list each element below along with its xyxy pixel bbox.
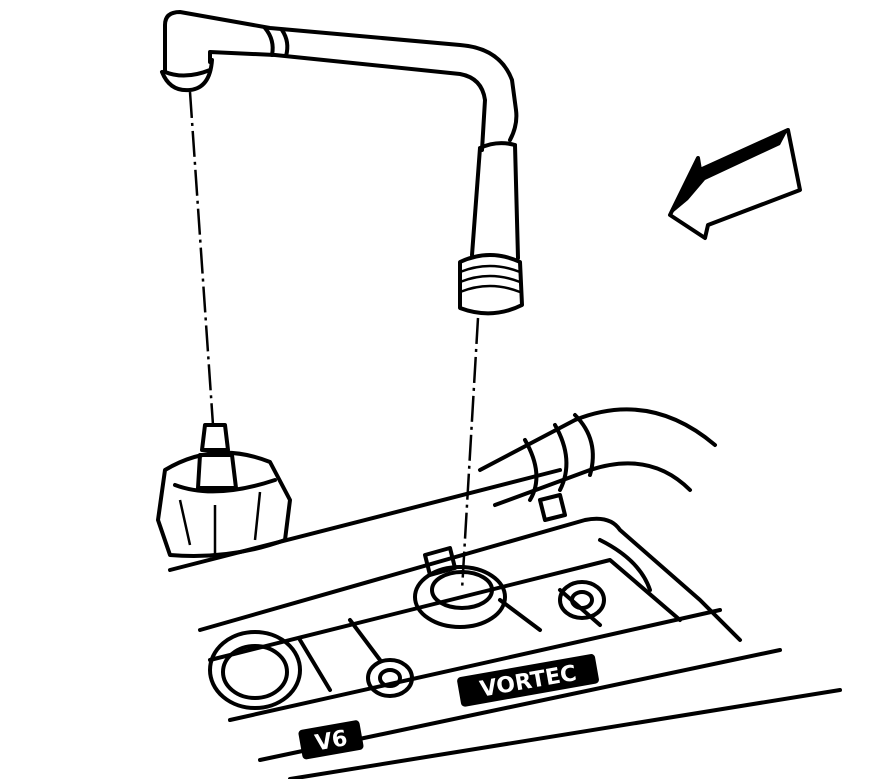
- v6-badge: V6: [298, 720, 364, 760]
- hose: [478, 407, 717, 507]
- direction-arrow-icon: [668, 128, 802, 240]
- alignment-lines: [188, 91, 480, 591]
- vacuum-tube: [160, 10, 524, 316]
- vortec-badge: VORTEC: [457, 654, 599, 707]
- v6-logo-text: V6: [313, 726, 349, 756]
- valve-cover: [168, 468, 842, 779]
- left-fitting: [156, 423, 292, 558]
